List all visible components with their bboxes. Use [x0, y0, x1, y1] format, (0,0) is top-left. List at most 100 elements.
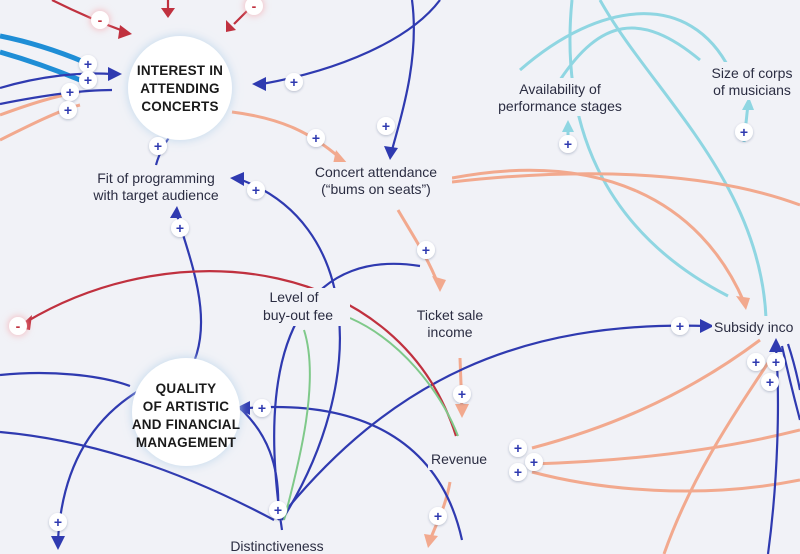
hub-interest-line-3: CONCERTS: [141, 99, 218, 114]
node-ticket-sale-line-1: Ticket sale: [417, 307, 484, 323]
level-buyout-bg: [250, 288, 350, 326]
plus-badge-24: [761, 373, 779, 391]
node-distinctiveness: Distinctiveness: [230, 538, 323, 554]
plus-sign-9: +: [176, 220, 184, 236]
plus-sign-1: +: [84, 72, 92, 88]
arrowhead-ticket: [432, 276, 446, 292]
plus-sign-12: +: [740, 124, 748, 140]
link-subsidy-to-revenue-b: [531, 428, 800, 466]
arrowhead-fit-right: [230, 172, 244, 186]
node-revenue: Revenue: [431, 451, 487, 467]
link-attendance-to-right: [451, 172, 800, 207]
plus-sign-21: +: [514, 464, 522, 480]
plus-sign-19: +: [514, 440, 522, 456]
plus-sign-5: +: [382, 118, 390, 134]
size-corps-bg: [704, 62, 800, 100]
plus-badge-4: [285, 73, 303, 91]
plus-sign-6: +: [312, 130, 320, 146]
hub-interest-line-2: ATTENDING: [140, 81, 220, 96]
link-revenue-to-left-red: [25, 270, 458, 437]
plus-badge-5: [377, 117, 395, 135]
node-size-corps-line-1: Size of corps: [712, 65, 793, 81]
link-right-subsidy-down-b: [780, 345, 800, 421]
minus-sign-2: -: [16, 318, 21, 334]
plus-badge-23: [767, 353, 785, 371]
node-ticket-sale-line-2: income: [427, 324, 472, 340]
node-level-buyout-line-2: buy-out fee: [263, 307, 333, 323]
plus-sign-22: +: [752, 354, 760, 370]
arrowhead-interest-left-a: [108, 67, 122, 81]
minus-badge-0: [91, 11, 109, 29]
node-labels: Fit of programming with target audience …: [84, 62, 800, 554]
node-subsidy-income: Subsidy inco: [714, 319, 794, 335]
node-fit-programming-line-1: Fit of programming: [97, 170, 214, 186]
link-buyout-to-revenue: [349, 317, 459, 437]
arrowhead-revenue-down: [424, 534, 438, 548]
hub-quality-line-1: QUALITY: [156, 381, 217, 396]
arrowhead-attendance-top: [384, 146, 398, 160]
link-red-to-interest: [51, 0, 127, 34]
node-availability-stages-line-1: Availability of: [519, 81, 601, 97]
plus-sign-20: +: [530, 454, 538, 470]
hub-quality: QUALITY OF ARTISTIC AND FINANCIAL MANAGE…: [132, 358, 240, 466]
plus-badge-9: [171, 219, 189, 237]
link-subsidy-to-revenue-a: [531, 338, 761, 450]
fit-programming-bg: [84, 168, 230, 206]
plus-badge-12: [735, 123, 753, 141]
plus-sign-4: +: [290, 74, 298, 90]
distinctiveness-bg: [222, 536, 334, 554]
plus-badge-1: [79, 71, 97, 89]
link-left-to-quality: [0, 371, 131, 388]
subsidy-income-bg: [712, 316, 800, 338]
hub-quality-circle: [132, 358, 240, 466]
plus-badge-21: [509, 463, 527, 481]
link-lightblue-arc-a: [519, 12, 732, 72]
plus-badge-17: [49, 513, 67, 531]
link-buyout-to-distinct: [283, 329, 311, 521]
arrowhead-red-top: [161, 8, 175, 18]
arrowhead-revenue: [455, 404, 469, 418]
plus-sign-11: +: [564, 136, 572, 152]
plus-sign-18: +: [274, 502, 282, 518]
link-quality-to-bottom-left: [56, 389, 141, 541]
plus-badge-14: [671, 317, 689, 335]
link-distinct-to-quality: [247, 406, 464, 541]
hub-quality-line-4: MANAGEMENT: [136, 435, 237, 450]
arrowhead-red-diag: [226, 20, 236, 32]
link-navy-to-interest-left-b: [0, 88, 113, 106]
link-distinct-to-subsidy: [277, 324, 709, 521]
plus-sign-3: +: [64, 102, 72, 118]
arrowhead-corps: [742, 97, 754, 110]
plus-badge-15: [253, 399, 271, 417]
link-interest-to-attendance: [231, 110, 341, 160]
plus-badge-8: [247, 181, 265, 199]
arrowhead-attendance: [333, 150, 348, 164]
link-left-to-distinct: [0, 430, 275, 521]
plus-sign-2: +: [66, 84, 74, 100]
link-attendance-to-subsidy: [451, 168, 746, 303]
plus-sign-16: +: [434, 508, 442, 524]
hub-quality-line-3: AND FINANCIAL: [132, 417, 240, 432]
node-level-buyout-line-1: Level of: [269, 289, 318, 305]
plus-sign-0: +: [84, 56, 92, 72]
hub-interest-circle: [128, 36, 232, 140]
link-lightblue-arc-b: [558, 26, 701, 81]
node-concert-attendance-line-1: Concert attendance: [315, 164, 437, 180]
plus-sign-8: +: [252, 182, 260, 198]
link-brightblue-in: [0, 33, 85, 65]
plus-badge-6: [307, 129, 325, 147]
node-fit-programming-line-2: with target audience: [92, 187, 219, 203]
link-brightblue-in-2: [0, 49, 81, 83]
hub-quality-line-2: OF ARTISTIC: [143, 399, 229, 414]
revenue-bg: [428, 450, 490, 470]
plus-badge-22: [747, 353, 765, 371]
link-subsidy-to-revenue-c: [531, 470, 800, 493]
plus-sign-13: +: [458, 386, 466, 402]
plus-badge-0: [79, 55, 97, 73]
arrowhead-interest-right: [252, 77, 266, 91]
plus-sign-7: +: [154, 138, 162, 154]
minus-sign-1: -: [252, 0, 257, 14]
link-navy-top-to-attendance: [390, 0, 415, 151]
minus-badge-2: [9, 317, 27, 335]
